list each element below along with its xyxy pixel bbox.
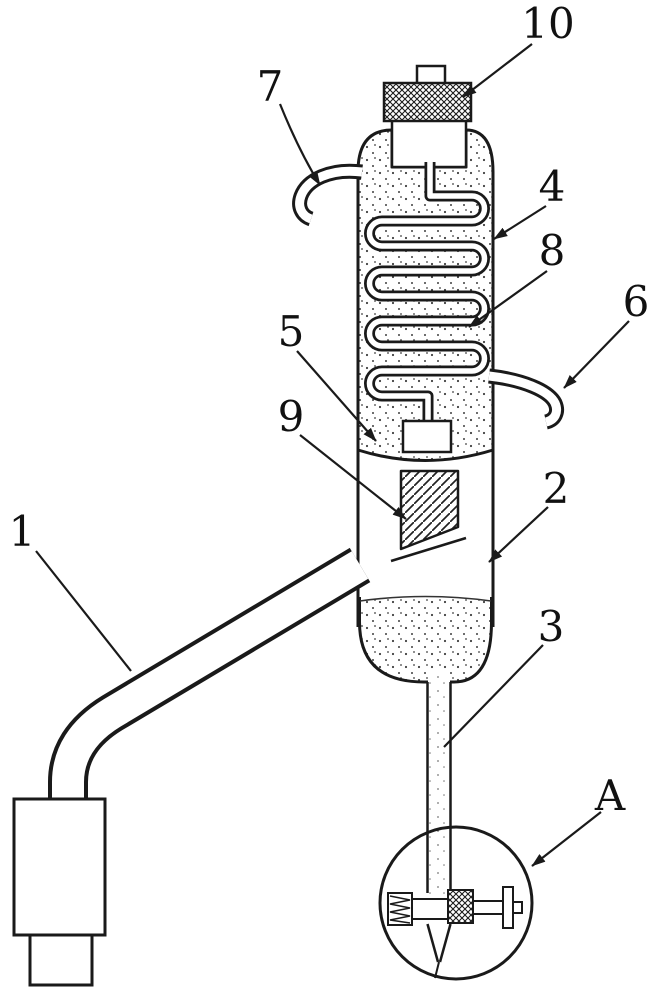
detail-circle — [378, 825, 534, 981]
leader-A — [531, 811, 602, 867]
needle-tip-left — [426, 923, 440, 963]
leader-6 — [563, 320, 630, 389]
label-part-3: 3 — [538, 602, 565, 651]
connector-end — [28, 933, 94, 987]
plunger-plate — [502, 886, 514, 929]
leader-9 — [299, 434, 407, 520]
connector-block — [12, 797, 107, 987]
needle-tip-tail — [434, 961, 440, 979]
coil-core — [366, 162, 488, 421]
side-pipe — [48, 547, 371, 806]
leader-4 — [493, 205, 547, 240]
label-detail-a: A — [594, 771, 626, 820]
needle-tip-right — [438, 923, 452, 963]
leader-lines — [35, 43, 630, 867]
reservoir-outline — [358, 597, 493, 684]
leader-5 — [296, 350, 377, 442]
plug-body — [399, 469, 460, 551]
cap-opening — [390, 117, 468, 169]
label-part-8: 8 — [539, 226, 566, 275]
reservoir-fill — [359, 596, 492, 682]
leader-7 — [278, 103, 321, 186]
pipe-inner — [52, 551, 369, 806]
detail-mechanism — [387, 886, 523, 979]
connector-body — [12, 797, 107, 937]
label-part-6: 6 — [623, 277, 650, 326]
label-part-10: 10 — [521, 0, 574, 48]
label-part-9: 9 — [278, 392, 305, 441]
part-labels: 1 2 3 4 5 6 7 8 9 10 A — [9, 0, 650, 820]
cooling-coil — [364, 162, 490, 454]
spring-zigzag — [389, 895, 411, 924]
detail-circle-outline — [378, 825, 534, 981]
label-part-2: 2 — [543, 464, 570, 513]
leader-3 — [443, 644, 544, 748]
cap-hatched — [382, 81, 473, 123]
right-spout-tube — [488, 368, 565, 430]
top-cap-assembly — [382, 64, 473, 123]
bottom-reservoir — [358, 595, 493, 684]
coil-outlet-box — [401, 419, 453, 454]
valve-block — [447, 889, 474, 924]
inner-plug — [390, 469, 467, 563]
label-part-1: 1 — [9, 507, 36, 556]
cap-tab — [415, 64, 447, 86]
label-part-4: 4 — [539, 162, 566, 211]
plug-lower-edge — [390, 536, 467, 563]
needle-tube — [426, 670, 452, 894]
reservoir-surface-line — [359, 595, 492, 602]
right-spout-inner — [488, 371, 562, 427]
plunger-rod — [472, 900, 504, 915]
plunger-nub — [512, 901, 523, 914]
needle-fill — [428, 670, 450, 894]
left-spout-outer — [292, 163, 363, 227]
label-part-5: 5 — [278, 307, 305, 356]
leader-8 — [468, 270, 548, 328]
leader-2 — [488, 506, 549, 563]
left-spout-tube — [292, 163, 363, 227]
left-spout-inner — [295, 166, 363, 224]
lower-chamber — [356, 444, 495, 627]
label-part-7: 7 — [257, 62, 284, 111]
leader-1 — [35, 550, 132, 672]
leader-10 — [462, 43, 533, 98]
